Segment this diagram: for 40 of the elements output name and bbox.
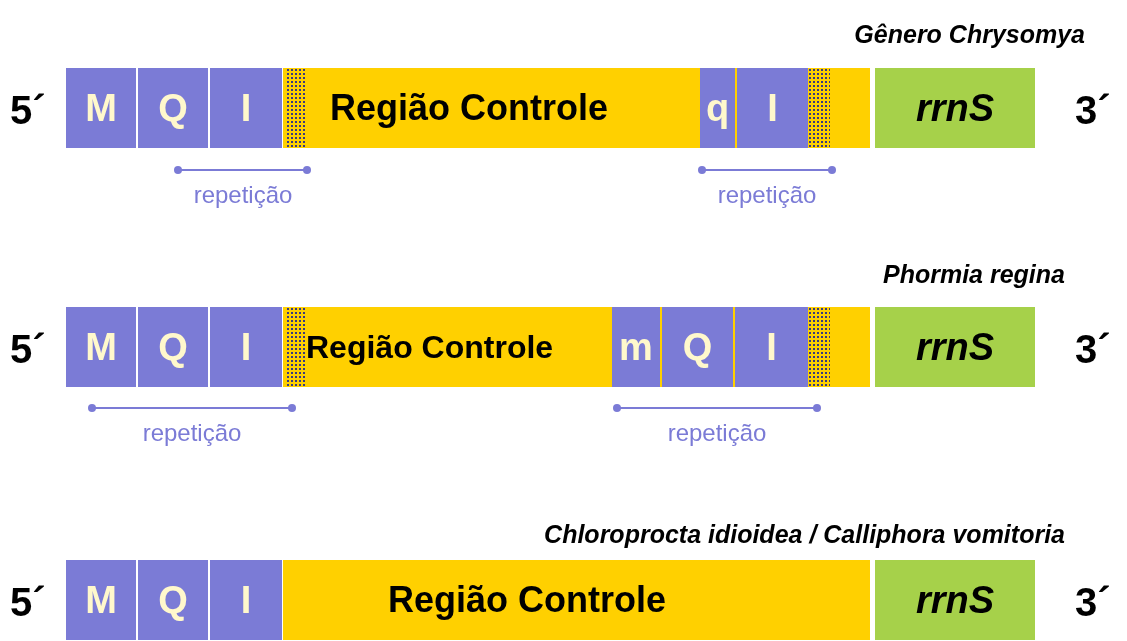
strand-end-label: 3´ bbox=[1075, 329, 1111, 369]
gene-box: Q bbox=[138, 560, 208, 640]
species-title: Phormia regina bbox=[883, 262, 1065, 287]
region-label: Região Controle bbox=[330, 90, 608, 126]
gene-box: M bbox=[66, 68, 136, 148]
dotted-segment bbox=[808, 307, 830, 387]
strand-end-label: 5´ bbox=[10, 582, 46, 622]
control-region-band bbox=[283, 307, 870, 387]
gene-box: q bbox=[700, 68, 735, 148]
gene-box: M bbox=[66, 307, 136, 387]
gene-box: I bbox=[737, 68, 808, 148]
control-region-band bbox=[283, 560, 870, 640]
gene-box: Q bbox=[138, 68, 208, 148]
dotted-segment bbox=[808, 68, 830, 148]
gene-box: Q bbox=[662, 307, 733, 387]
species-title: Gênero Chrysomya bbox=[854, 22, 1085, 47]
gene-box: m bbox=[612, 307, 660, 387]
dotted-segment bbox=[286, 68, 305, 148]
gene-box: I bbox=[210, 68, 282, 148]
gene-box: M bbox=[66, 560, 136, 640]
repeat-label: repetição bbox=[193, 183, 293, 207]
region-label: Região Controle bbox=[388, 582, 666, 618]
repeat-label: repetição bbox=[667, 421, 767, 445]
strand-end-label: 5´ bbox=[10, 90, 46, 130]
rrns-gene-box: rrnS bbox=[875, 307, 1035, 387]
gene-box: I bbox=[210, 560, 282, 640]
gene-box: I bbox=[735, 307, 808, 387]
dotted-segment bbox=[286, 307, 305, 387]
repeat-label: repetição bbox=[142, 421, 242, 445]
region-label: Região Controle bbox=[306, 331, 554, 363]
species-title: Chloroprocta idioidea / Calliphora vomitoria bbox=[544, 522, 1065, 547]
strand-end-label: 3´ bbox=[1075, 90, 1111, 130]
repeat-label: repetição bbox=[717, 183, 817, 207]
strand-end-label: 5´ bbox=[10, 329, 46, 369]
control-region-band bbox=[283, 68, 870, 148]
gene-box: I bbox=[210, 307, 282, 387]
rrns-gene-box: rrnS bbox=[875, 560, 1035, 640]
strand-end-label: 3´ bbox=[1075, 582, 1111, 622]
rrns-gene-box: rrnS bbox=[875, 68, 1035, 148]
gene-box: Q bbox=[138, 307, 208, 387]
